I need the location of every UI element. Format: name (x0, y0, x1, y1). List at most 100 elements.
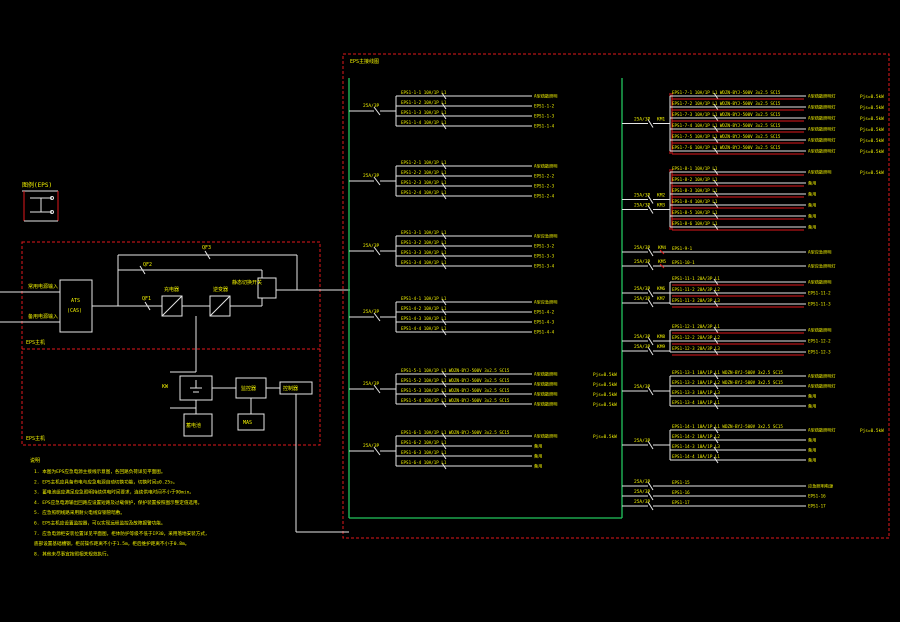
branch-end-label: A型疏散照明 (808, 169, 831, 176)
branch-breaker-symbol (441, 252, 447, 260)
branch-end-label: A型疏散照明灯 (808, 383, 836, 390)
branch-label: EPS1-1-3 10A/1P L1 (401, 110, 447, 115)
branch-label: EPS1-2-3 10A/1P L1 (401, 180, 447, 185)
branch-breaker-symbol (441, 262, 447, 270)
branch-end-label: EPS1-1-4 (534, 124, 555, 129)
branch-label: EPS1-2-2 10A/1P L1 (401, 170, 447, 175)
controller-label: 控制器 (283, 385, 298, 392)
single-circuit-label: EPS1-10-1 (672, 260, 695, 265)
ats-label-2: (CAS) (67, 308, 82, 314)
branch-end-label: EPS1-3-3 (534, 254, 555, 259)
bus-bars (348, 78, 623, 519)
branch-end-label: 备用 (808, 180, 816, 187)
group-sub-label-2: KM3 (657, 203, 665, 209)
bottom-breaker-label: 25A/3P (634, 479, 651, 485)
group-breaker-label-2: 25A/3P (634, 296, 651, 302)
branch-end-label: A型疏散照明灯 (808, 137, 836, 144)
branch-end-label: EPS1-1-3 (534, 114, 555, 119)
notes-block: 说明 1. 本图为EPS应急电源主接线示意图，各回路负荷详见平面图。2. EPS… (30, 457, 210, 557)
branch-breaker-symbol (713, 179, 719, 187)
branch-breaker-symbol (713, 125, 719, 133)
branch-end-label: 备用 (534, 443, 542, 450)
branch-breaker-symbol (441, 92, 447, 100)
branch-breaker-symbol (441, 370, 447, 378)
branch-end-label: A型疏散照明灯 (808, 427, 836, 434)
branch-label: EPS1-4-2 10A/1P L1 (401, 306, 447, 311)
legend-box: 图例(EPS) (22, 181, 59, 222)
branch-label: EPS1-14-3 10A/1P L3 (672, 444, 720, 449)
group-sub-label: KM6 (657, 286, 665, 292)
single-end-label: A型应急照明灯 (808, 263, 836, 270)
branch-end-label: A型疏散照明 (808, 279, 831, 286)
branch-end-label: EPS1-12-2 (808, 339, 831, 344)
group-breaker-symbol (647, 336, 654, 346)
group-breaker-symbol (373, 106, 381, 116)
branch-breaker-symbol (713, 212, 719, 220)
group-breaker-label: 25A/3P (634, 286, 651, 292)
frame-layer (21, 53, 890, 539)
branch-end-label: A型疏散照明 (534, 391, 557, 398)
branch-breaker-symbol (441, 432, 447, 440)
branch-end-label: A型疏散照明 (534, 93, 557, 100)
branch-breaker-symbol (441, 162, 447, 170)
branch-breaker-symbol (441, 112, 447, 120)
note-line: 4. EPS应急电源输出回路应设置短路及过载保护，保护装置按照图示整定值选用。 (34, 499, 202, 506)
bottom-breaker-symbol (647, 501, 654, 511)
branch-load-label: Pjs=0.5kW (860, 116, 884, 122)
standby-input-label: 备用电源输入 (28, 313, 58, 320)
group-breaker-symbol (647, 386, 654, 396)
single-breaker-label: 25A/3P (634, 259, 651, 265)
input-panel-frame (21, 241, 321, 446)
branch-breaker-symbol (713, 289, 719, 297)
branch-label: EPS1-14-4 10A/1P L1 (672, 454, 720, 459)
branch-breaker-symbol (713, 92, 719, 100)
group-breaker-symbol (647, 288, 654, 298)
branch-end-label: EPS1-12-3 (808, 350, 831, 355)
branch-label: EPS1-11-3 20A/3P L3 (672, 298, 720, 303)
note-line: 2. EPS主机应具备市电与应急电源自动切换功能，切换时间≤0.25s。 (34, 478, 177, 485)
branch-breaker-symbol (713, 103, 719, 111)
single-sub-label: KM5 (658, 259, 666, 265)
branch-end-label: A型应急照明 (534, 233, 557, 240)
group-sub-label: KM1 (657, 117, 665, 123)
branch-label: EPS1-12-1 20A/3P L1 (672, 324, 720, 329)
main-input-label: 常用电源输入 (28, 283, 58, 290)
group-breaker-symbol (647, 346, 654, 356)
branch-breaker-symbol (441, 308, 447, 316)
branch-breaker-symbol (441, 298, 447, 306)
branch-label: EPS1-8-5 10A/1P L1 (672, 210, 718, 215)
note-line: 8. 其他未尽事宜按照相关规范执行。 (34, 550, 111, 557)
group-breaker-label: 25A/3P (363, 309, 380, 315)
branch-end-label: 备用 (808, 224, 816, 231)
battery-label: 蓄电池 (186, 422, 201, 429)
branch-label: EPS1-13-3 10A/1P L3 (672, 390, 720, 395)
group-breaker-label: 25A/3P (363, 443, 380, 449)
branch-label: EPS1-13-1 10A/1P L1 WDZN-BYJ-500V 3x2.5 … (672, 370, 783, 375)
branch-load-label: Pjs=0.5kW (593, 402, 617, 408)
branch-end-label: EPS1-2-2 (534, 174, 555, 179)
branch-breaker-symbol (713, 300, 719, 308)
branch-breaker-symbol (713, 278, 719, 286)
single-red-mark (659, 249, 665, 255)
bottom-breaker-symbol (647, 481, 654, 491)
branch-breaker-symbol (441, 380, 447, 388)
branch-load-label: Pjs=0.5kW (860, 149, 884, 155)
branch-label: EPS1-4-3 10A/1P L1 (401, 316, 447, 321)
group-breaker-symbol (373, 176, 381, 186)
branch-label: EPS1-8-4 10A/1P L1 (672, 199, 718, 204)
group-breaker-label: 25A/3P (363, 381, 380, 387)
group-breaker-symbol (373, 384, 381, 394)
branch-breaker-symbol (713, 436, 719, 444)
branch-end-label: EPS1-11-2 (808, 291, 831, 296)
branch-label: EPS1-7-6 10A/1P L1 WDZN-BYJ-500V 3x2.5 S… (672, 145, 781, 150)
branch-label: EPS1-14-1 10A/1P L1 WDZN-BYJ-500V 3x2.5 … (672, 424, 783, 429)
rectifier-label: 充电器 (164, 286, 179, 293)
branch-end-label: 备用 (808, 202, 816, 209)
branch-label: EPS1-12-2 20A/3P L2 (672, 335, 720, 340)
branch-end-label: EPS1-4-4 (534, 330, 555, 335)
branch-load-label: Pjs=0.5kW (860, 428, 884, 434)
qf1-label: QF1 (142, 296, 151, 302)
branch-label: EPS1-7-5 10A/1P L1 WDZN-BYJ-500V 3x2.5 S… (672, 134, 781, 139)
